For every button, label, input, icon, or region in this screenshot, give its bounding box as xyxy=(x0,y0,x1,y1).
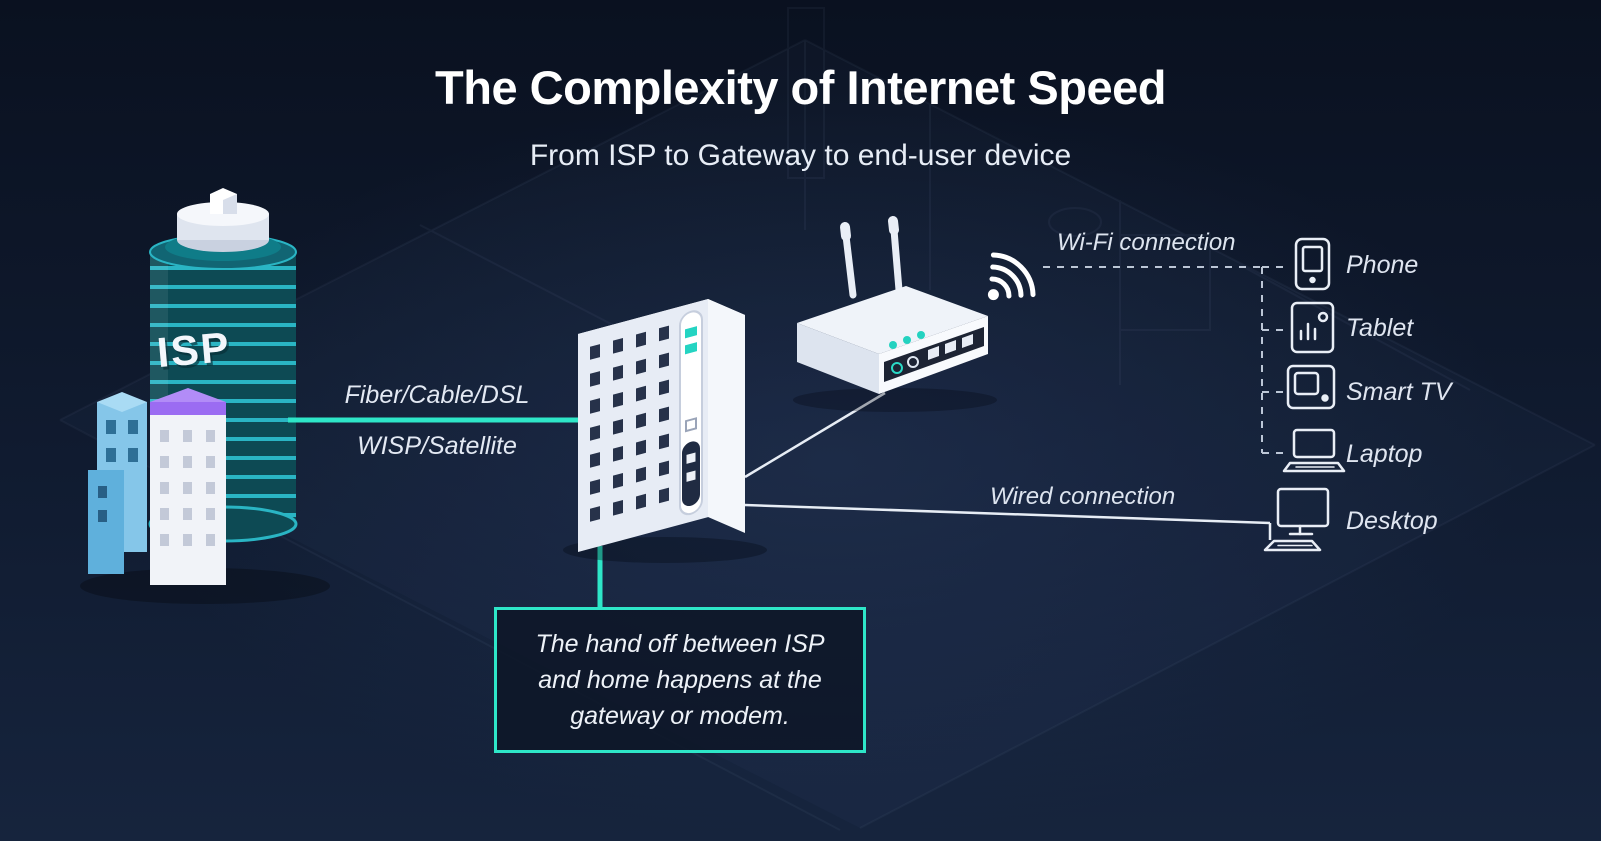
callout-text: The hand off between ISP and home happen… xyxy=(535,630,825,730)
device-label-tablet: Tablet xyxy=(1346,314,1414,342)
desktop-icon xyxy=(1263,487,1330,552)
wifi-connection-line xyxy=(1043,266,1288,454)
page-title: The Complexity of Internet Speed xyxy=(435,61,1166,114)
wired-connection-line xyxy=(744,391,1272,540)
tablet-icon xyxy=(1290,301,1335,354)
device-label-smart-tv: Smart TV xyxy=(1346,378,1452,406)
wired-connection-label: Wired connection xyxy=(990,483,1176,510)
wifi-signal-icon xyxy=(987,252,1036,301)
isp-building-illustration xyxy=(80,188,330,604)
wifi-connection-label: Wi-Fi connection xyxy=(1057,229,1236,256)
device-label-desktop: Desktop xyxy=(1346,507,1438,535)
modem-illustration xyxy=(563,299,767,563)
router-illustration xyxy=(793,216,997,412)
callout-box: The hand off between ISP and home happen… xyxy=(494,607,866,753)
link-label-fiber: Fiber/Cable/DSL xyxy=(344,381,530,409)
phone-icon xyxy=(1294,237,1331,291)
device-label-phone: Phone xyxy=(1346,251,1419,279)
smart-tv-icon xyxy=(1286,364,1336,410)
device-label-laptop: Laptop xyxy=(1346,440,1423,468)
link-label-wisp: WISP/Satellite xyxy=(357,432,517,460)
isp-label: ISP xyxy=(155,322,233,377)
router-antennas xyxy=(840,216,903,299)
subtitle: From ISP to Gateway to end-user device xyxy=(529,139,1072,172)
laptop-icon xyxy=(1282,428,1346,473)
